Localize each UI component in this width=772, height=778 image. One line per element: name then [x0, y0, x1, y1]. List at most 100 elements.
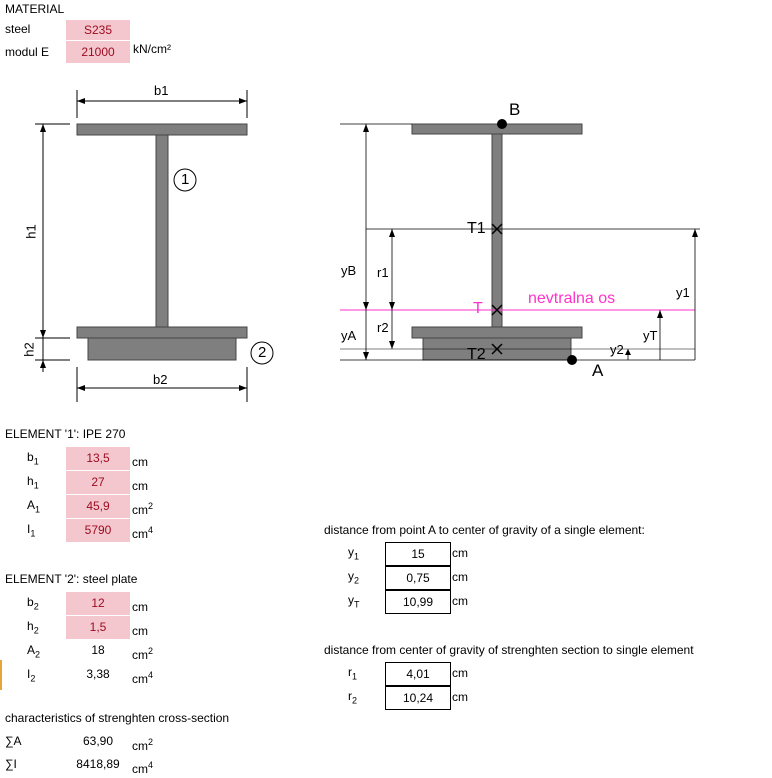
distC-unit: cm: [452, 690, 468, 704]
element-1-marker: 1: [181, 171, 190, 188]
modul-unit: kN/cm²: [133, 42, 171, 56]
el1-symbol-sub: 1: [35, 504, 41, 515]
distC-symbol-text: r: [348, 665, 352, 679]
summary-unit-sup: 4: [148, 760, 154, 770]
el1-symbol: h1: [27, 474, 39, 490]
el2-value: 18: [91, 643, 105, 657]
el1-value-cell[interactable]: 13,5: [66, 447, 130, 470]
distA-symbol-sub: 2: [354, 575, 360, 586]
distA-symbol-text: y: [348, 569, 354, 583]
material-title: MATERIAL: [5, 2, 65, 16]
el2-unit-text: cm: [132, 600, 148, 614]
el1-unit-sup: 2: [148, 501, 154, 511]
y1-label: y1: [676, 285, 690, 300]
y2-label: y2: [610, 342, 624, 357]
el2-symbol: A2: [27, 643, 40, 659]
point-B-label: B: [509, 100, 521, 119]
el1-symbol-text: I: [27, 522, 31, 536]
distC-unit: cm: [452, 666, 468, 680]
el2-symbol-text: A: [27, 643, 36, 657]
distC-value-cell[interactable]: 4,01: [385, 662, 451, 686]
T-label: T: [473, 300, 483, 317]
el1-value-cell[interactable]: 27: [66, 471, 130, 494]
summary-unit: cm4: [132, 760, 153, 776]
distA-value-cell[interactable]: 15: [385, 542, 451, 566]
distC-symbol-text: r: [348, 689, 352, 703]
el2-value-cell[interactable]: 1,5: [66, 616, 130, 639]
el2-symbol-text: I: [27, 667, 31, 681]
distA-value-cell[interactable]: 0,75: [385, 566, 451, 590]
distC-symbol-sub: 2: [352, 695, 358, 706]
el1-symbol: I1: [27, 522, 35, 538]
el2-unit-sup: 2: [148, 646, 154, 656]
summary-symbol: ∑A: [5, 734, 22, 748]
distA-symbol-sub: 1: [354, 551, 360, 562]
el1-unit-text: cm: [132, 455, 148, 469]
steel-value-cell[interactable]: S235: [66, 20, 130, 40]
el1-symbol-text: b: [27, 450, 34, 464]
element2-title: ELEMENT '2': steel plate: [5, 572, 138, 586]
el1-symbol: b1: [27, 450, 39, 466]
el1-symbol: A1: [27, 498, 40, 514]
el2-unit-text: cm: [132, 648, 148, 662]
distA-unit: cm: [452, 546, 468, 560]
r2-label: r2: [377, 320, 389, 335]
summary-symbol: ∑I: [5, 757, 17, 771]
centroid-diagram: [340, 119, 700, 365]
distC-value-cell[interactable]: 10,24: [385, 686, 451, 710]
distA-symbol-text: y: [348, 545, 354, 559]
element-2-marker: 2: [258, 344, 267, 361]
ipe-cross-section-diagram: [35, 90, 274, 402]
distC-title: distance from center of gravity of stren…: [324, 643, 694, 657]
summary-unit-text: cm: [132, 762, 148, 776]
el2-symbol-sub: 2: [35, 649, 41, 660]
distA-symbol-text: y: [348, 593, 354, 607]
el1-unit: cm4: [132, 525, 153, 541]
el2-symbol-sub: 2: [30, 673, 36, 684]
el2-symbol-text: b: [27, 595, 34, 609]
point-A-label: A: [592, 361, 604, 380]
distA-symbol-sub: T: [354, 599, 360, 610]
h2-label: h2: [21, 342, 37, 357]
T2-label: T2: [467, 346, 486, 363]
yA-label: yA: [341, 328, 357, 343]
el1-unit: cm: [132, 453, 148, 469]
el2-unit-text: cm: [132, 672, 148, 686]
el2-symbol: b2: [27, 595, 39, 611]
distA-symbol: y1: [348, 545, 359, 561]
b1-label: b1: [154, 83, 169, 98]
el1-symbol-text: h: [27, 474, 34, 488]
el1-unit: cm: [132, 477, 148, 493]
el1-value-cell[interactable]: 45,9: [66, 495, 130, 518]
summary-value: 63,90: [82, 734, 114, 748]
summary-unit: cm2: [132, 737, 153, 753]
el2-value-cell[interactable]: 12: [66, 592, 130, 615]
el2-symbol: h2: [27, 619, 39, 635]
distC-symbol: r1: [348, 665, 357, 681]
distA-value-cell[interactable]: 10,99: [385, 590, 451, 614]
el1-unit-sup: 4: [148, 525, 154, 535]
h1-label: h1: [23, 224, 39, 239]
el1-value-cell[interactable]: 5790: [66, 519, 130, 542]
el1-symbol-sub: 1: [33, 456, 39, 467]
summary-value: 8418,89: [76, 757, 120, 771]
el2-unit: cm2: [132, 646, 153, 662]
distA-unit: cm: [452, 594, 468, 608]
summary-unit-sup: 2: [148, 737, 154, 747]
el2-symbol: I2: [27, 667, 35, 683]
el1-symbol-sub: 1: [30, 528, 36, 539]
r1-label: r1: [377, 265, 389, 280]
steel-label: steel: [5, 22, 31, 36]
el1-unit-text: cm: [132, 527, 148, 541]
summary-unit-text: cm: [132, 739, 148, 753]
distA-title: distance from point A to center of gravi…: [324, 523, 645, 537]
modul-value-cell[interactable]: 21000: [66, 41, 130, 63]
b2-label: b2: [153, 372, 168, 387]
distA-unit: cm: [452, 570, 468, 584]
el2-unit: cm: [132, 622, 148, 638]
el1-symbol-text: A: [27, 498, 36, 512]
el2-unit-text: cm: [132, 624, 148, 638]
distC-symbol: r2: [348, 689, 357, 705]
modul-label: modul E: [5, 45, 50, 59]
distA-symbol: yT: [348, 593, 360, 609]
